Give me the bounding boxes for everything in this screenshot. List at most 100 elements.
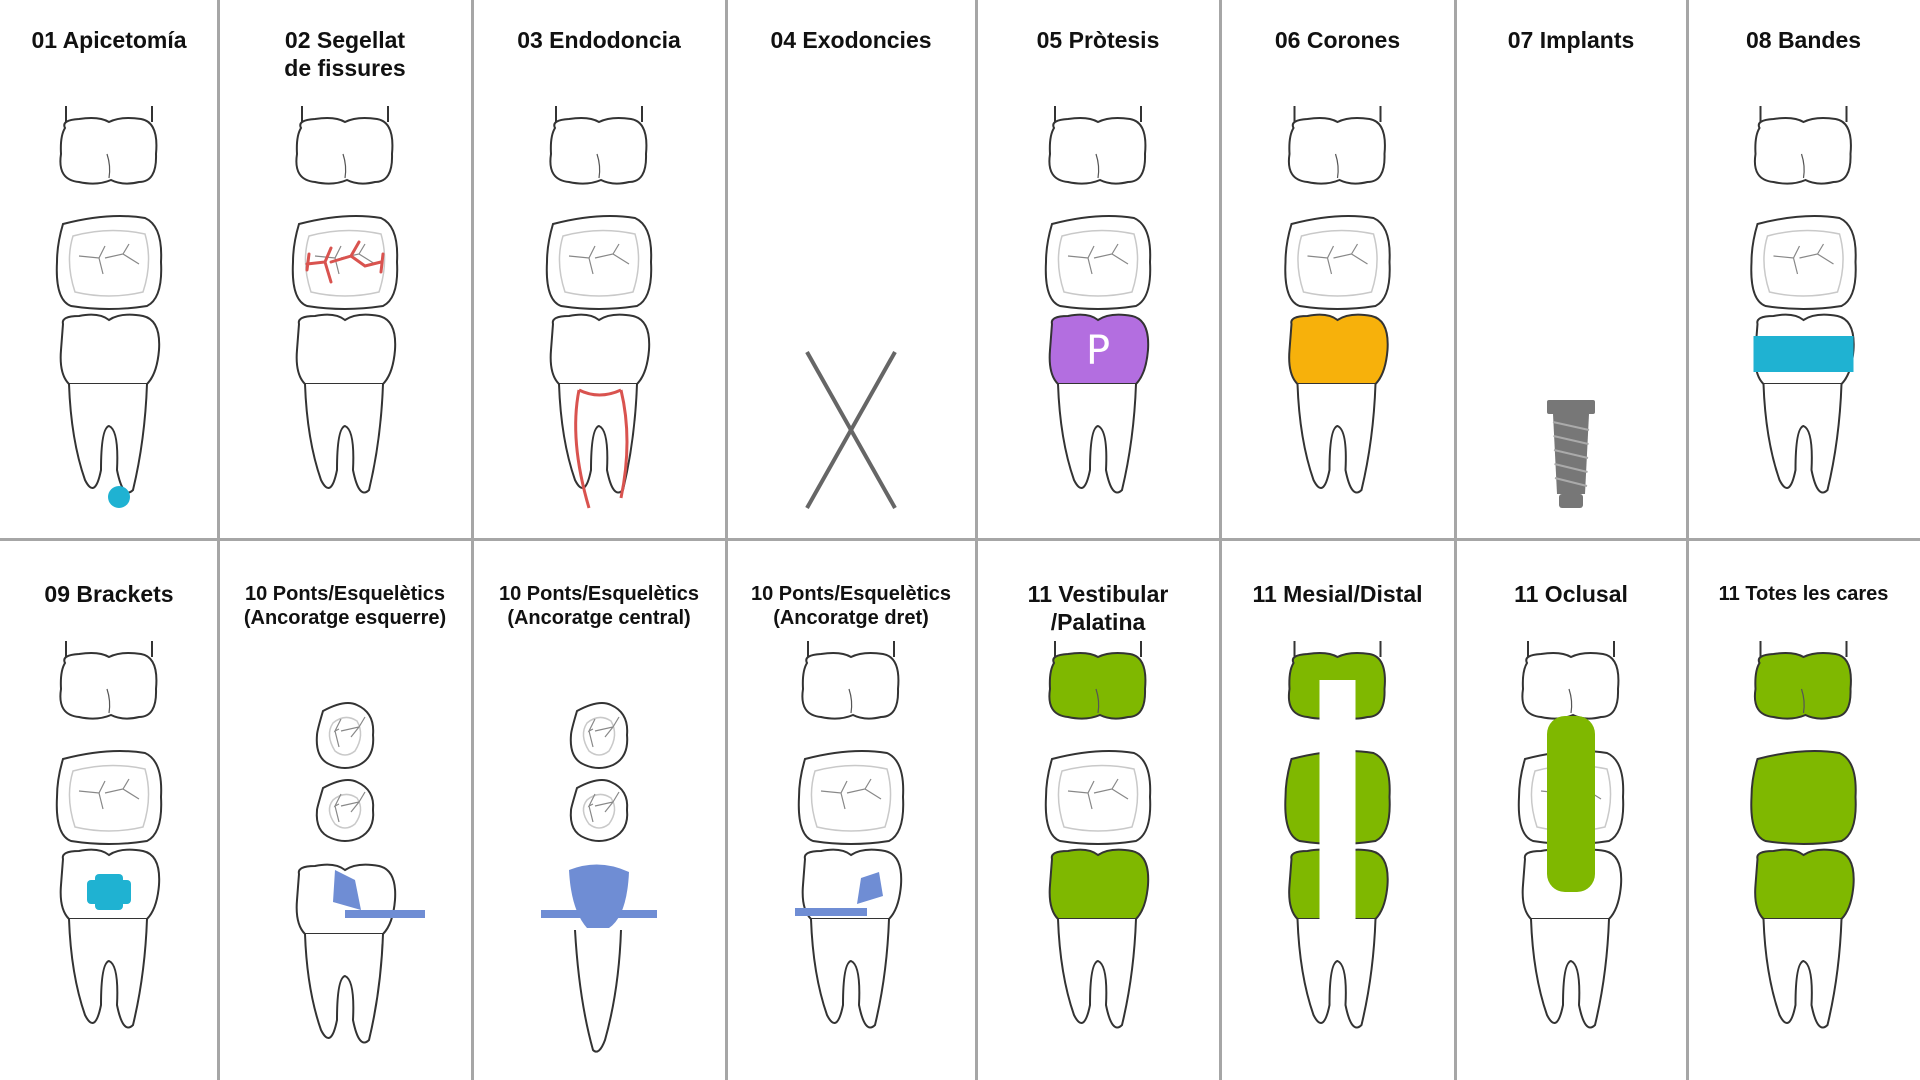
band-strip	[1753, 336, 1854, 372]
tooth-illustration	[1547, 400, 1595, 508]
occlusal-inner	[582, 716, 616, 756]
occlusal-inner	[328, 716, 362, 756]
occlusal-outline	[1044, 750, 1152, 845]
crown-outline	[59, 652, 158, 720]
treatment-title-line: 11 Mesial/Distal	[1252, 581, 1423, 607]
treatment-title-line: 10 Ponts/Esquelètics	[498, 583, 700, 605]
occlusal-outline	[315, 702, 375, 769]
occlusal-inner	[68, 229, 150, 297]
occlusal-inner	[1057, 764, 1139, 832]
root-outline	[1057, 918, 1137, 1029]
implant-tip	[1559, 494, 1583, 508]
crown-outline	[1521, 652, 1620, 720]
occlusal-outline	[1750, 750, 1857, 845]
crown-outline	[1753, 117, 1852, 185]
treatment-title: 10 Ponts/Esquelètics(Ancoratge dret)	[726, 582, 976, 630]
occlusal-outline	[569, 702, 629, 769]
root-outline	[68, 383, 148, 494]
tooth-group	[1517, 641, 1625, 1029]
bracket-wing	[95, 874, 123, 910]
fissure-lines	[1067, 778, 1129, 810]
treatment-title: 06 Corones	[1220, 26, 1455, 54]
treatment-title: 11 Vestibular/Palatina	[976, 580, 1220, 636]
crown-outline	[549, 313, 651, 385]
canal-lines	[574, 389, 629, 509]
treatment-title-line: 08 Bandes	[1745, 27, 1862, 53]
occlusal-inner	[1297, 229, 1378, 297]
treatment-title-line: (Ancoratge central)	[507, 607, 691, 629]
fissure-lines	[568, 243, 630, 275]
treatment-title-line: 03 Endodoncia	[517, 27, 681, 53]
implant-thread	[1552, 421, 1590, 431]
crown-groove	[1800, 153, 1805, 179]
treatment-title-line: (Ancoratge esquerre)	[243, 607, 447, 629]
fissure-lines	[587, 791, 620, 823]
treatment-cell-band: 08 Bandes	[1687, 0, 1920, 538]
crown-outline	[1048, 313, 1150, 385]
root-outline	[1296, 383, 1377, 494]
occlusal-inner	[304, 229, 386, 297]
fissure-lines	[333, 716, 366, 748]
crown-groove	[596, 153, 601, 179]
crown-groove	[342, 153, 347, 179]
treatment-cell-surface-all: 11 Totes les cares	[1687, 540, 1920, 1080]
treatment-cell-extraction: 04 Exodoncies	[726, 0, 976, 538]
occlusal-outline	[315, 779, 375, 842]
occlusal-inner	[810, 764, 892, 832]
tooth-group	[1284, 641, 1391, 1029]
treatment-title: 03 Endodoncia	[472, 26, 726, 54]
tooth-group	[545, 106, 653, 509]
tooth-group	[55, 106, 163, 508]
treatment-cell-surface-occlusal: 11 Oclusal	[1455, 540, 1687, 1080]
occlusal-inner	[1057, 229, 1139, 297]
crown-outline	[59, 117, 158, 185]
column-divider	[1454, 0, 1457, 1080]
occlusal-outline	[55, 750, 163, 845]
implant-head	[1547, 400, 1595, 414]
column-divider	[1686, 0, 1689, 1080]
tooth-group	[1044, 641, 1152, 1029]
tooth-illustration	[1284, 641, 1391, 1029]
treatment-cell-apicectomy: 01 Apicetomía	[0, 0, 218, 538]
treatment-title: 10 Ponts/Esquelètics(Ancoratge esquerre)	[218, 582, 472, 630]
crown-groove	[1095, 153, 1100, 179]
tooth-group	[1284, 106, 1391, 494]
treatment-title-line: 04 Exodoncies	[770, 27, 932, 53]
treatment-title-line: /Palatina	[1050, 609, 1146, 635]
root-outline	[810, 918, 890, 1029]
column-divider	[471, 0, 474, 1080]
canal-chamber	[578, 388, 622, 397]
treatment-title-line: 11 Oclusal	[1514, 581, 1628, 607]
fissure-lines	[314, 243, 376, 275]
treatment-title-line: 10 Ponts/Esquelètics	[750, 583, 952, 605]
crown-groove	[106, 153, 111, 179]
occlusal-fill	[1547, 716, 1595, 892]
implant-thread	[1554, 477, 1588, 487]
tooth-group	[1750, 641, 1857, 1029]
implant-thread	[1553, 435, 1589, 445]
root-outline	[1296, 918, 1377, 1029]
tooth-group	[805, 351, 897, 509]
crown-groove	[848, 688, 853, 714]
treatment-cell-surface-mesial: 11 Mesial/Distal	[1220, 540, 1455, 1080]
fissure-lines	[587, 716, 620, 748]
crown-outline	[1048, 117, 1147, 185]
fissure-lines	[1067, 243, 1129, 275]
treatment-title: 10 Ponts/Esquelètics(Ancoratge central)	[472, 582, 726, 630]
root-stub	[65, 641, 153, 657]
tooth-illustration	[545, 106, 653, 509]
occlusal-outline	[569, 779, 629, 842]
extraction-cross-b	[805, 351, 897, 509]
tooth-illustration	[291, 106, 399, 494]
column-divider	[1219, 0, 1222, 1080]
fissure-lines	[333, 791, 366, 823]
root-stub	[301, 106, 389, 122]
tooth-illustration	[1750, 106, 1857, 494]
tooth-group	[1547, 400, 1595, 508]
occlusal-inner	[582, 793, 616, 829]
root-outline	[304, 383, 384, 494]
treatment-cell-implant: 07 Implants	[1455, 0, 1687, 538]
root-stub	[65, 106, 153, 122]
